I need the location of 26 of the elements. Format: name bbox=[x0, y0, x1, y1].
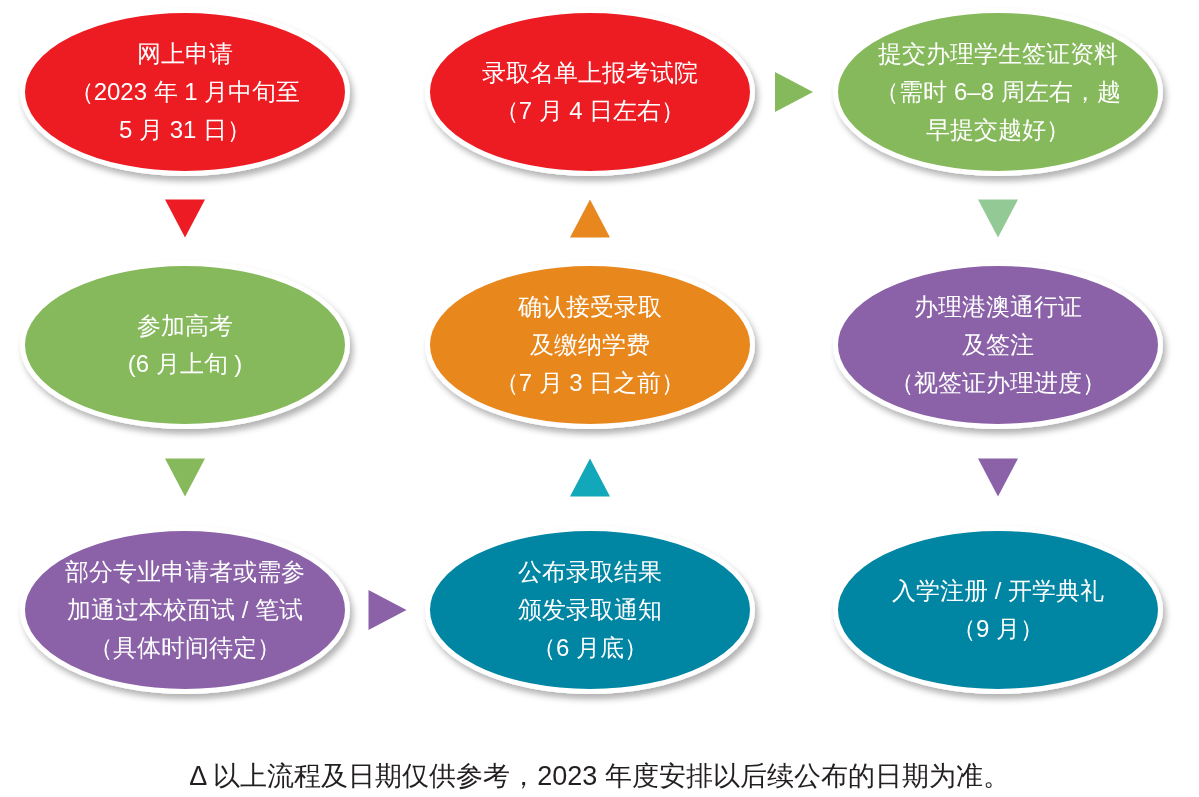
step-text: 参加高考 bbox=[137, 311, 233, 341]
date-text: （9 月） bbox=[952, 614, 1044, 644]
date-text: (6 月上旬 ) bbox=[127, 349, 243, 379]
caption: Δ 以上流程及日期仅供参考，2023 年度安排以后续公布的日期为准。 bbox=[189, 761, 1010, 791]
triangle-arrow bbox=[775, 72, 813, 112]
triangle-arrow bbox=[570, 199, 610, 238]
step-text: 部分专业申请者或需参加通过本校面试 / 笔试 bbox=[64, 557, 306, 625]
triangle-arrow bbox=[978, 199, 1018, 238]
date-text: （6 月底） bbox=[532, 633, 648, 663]
step-text: 网上申请 bbox=[137, 39, 233, 69]
date-text: （7 月 4 日左右） bbox=[494, 96, 686, 126]
step-text: 确认接受录取及缴纳学费 bbox=[517, 292, 663, 360]
triangle-arrow bbox=[165, 199, 205, 238]
date-text: （7 月 3 日之前） bbox=[494, 368, 686, 398]
triangle-arrow bbox=[368, 590, 407, 630]
step-text: 录取名单上报考试院 bbox=[482, 58, 698, 88]
step-text: 公布录取结果颁发录取通知 bbox=[517, 557, 663, 625]
triangle-arrow bbox=[165, 458, 205, 497]
triangle-arrow bbox=[978, 458, 1018, 497]
step-text: 办理港澳通行证及签注 bbox=[913, 292, 1083, 360]
date-text: （视签证办理进度） bbox=[890, 368, 1106, 398]
step-text: 提交办理学生签证资料（需时 6–8 周左右，越早提交越好） bbox=[874, 39, 1122, 145]
triangle-arrow bbox=[570, 458, 610, 497]
date-text: （具体时间待定） bbox=[89, 633, 281, 663]
date-text: （2023 年 1 月中旬至 5 月 31 日） bbox=[68, 77, 302, 145]
step-text: 入学注册 / 开学典礼 bbox=[892, 576, 1104, 606]
